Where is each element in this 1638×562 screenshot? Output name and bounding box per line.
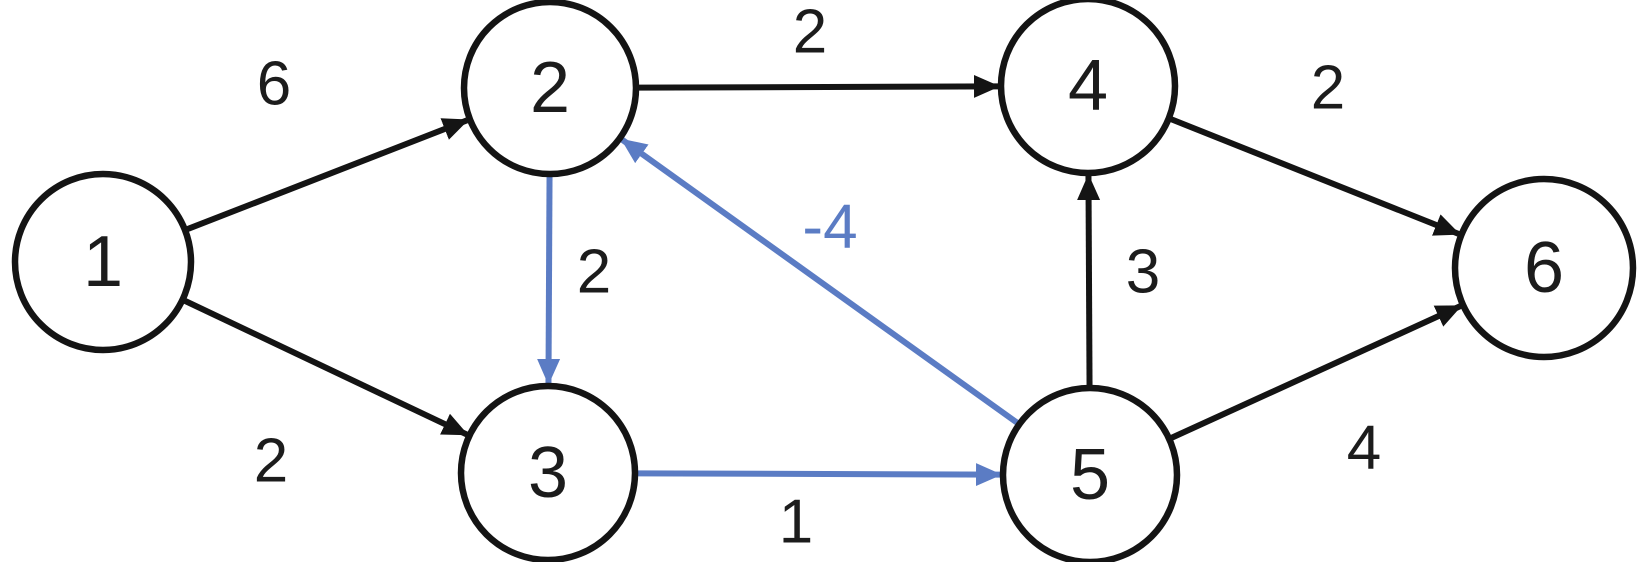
graph-node-5-label: 5 (1070, 435, 1110, 515)
edge-4-6-line (1168, 115, 1461, 237)
edge-2-3-weight-label: 2 (577, 238, 611, 307)
edge-3-5-line (635, 463, 1003, 487)
graph-node-5-circle (999, 384, 1181, 562)
edge-5-6-weight-label: 4 (1347, 414, 1381, 483)
graph-node-6-circle (1451, 175, 1637, 361)
edge-1-3-weight-label: 2 (254, 427, 288, 496)
graph-node-4-label: 4 (1068, 46, 1108, 126)
edge-2-3-line (537, 174, 561, 386)
edge-5-4-weight-label: 3 (1126, 238, 1160, 307)
edge-4-6-weight-label: 2 (1311, 54, 1345, 123)
edge-1-2-weight-label: 6 (257, 50, 291, 119)
edge-3-5-weight-label: 1 (779, 488, 813, 557)
graph-node-3-label: 3 (528, 433, 568, 513)
graph-node-6-label: 6 (1524, 228, 1564, 308)
graph-node-1-circle (11, 170, 195, 354)
edge-2-4-line (636, 74, 1001, 98)
graph-node-2-label: 2 (530, 48, 570, 128)
edge-5-2-line (620, 137, 1021, 427)
edge-5-4-line (1077, 173, 1101, 388)
graph-node-3-circle (457, 382, 639, 562)
edge-1-3-line (182, 297, 469, 438)
graph-node-2-circle (460, 0, 640, 178)
edge-5-2-weight-label: -4 (802, 193, 857, 262)
graph-node-1-label: 1 (83, 222, 123, 302)
graph-node-4-circle (997, 0, 1179, 177)
edge-1-2-line (184, 117, 469, 233)
edge-2-4-weight-label: 2 (793, 0, 827, 67)
edge-5-6-line (1168, 303, 1463, 442)
